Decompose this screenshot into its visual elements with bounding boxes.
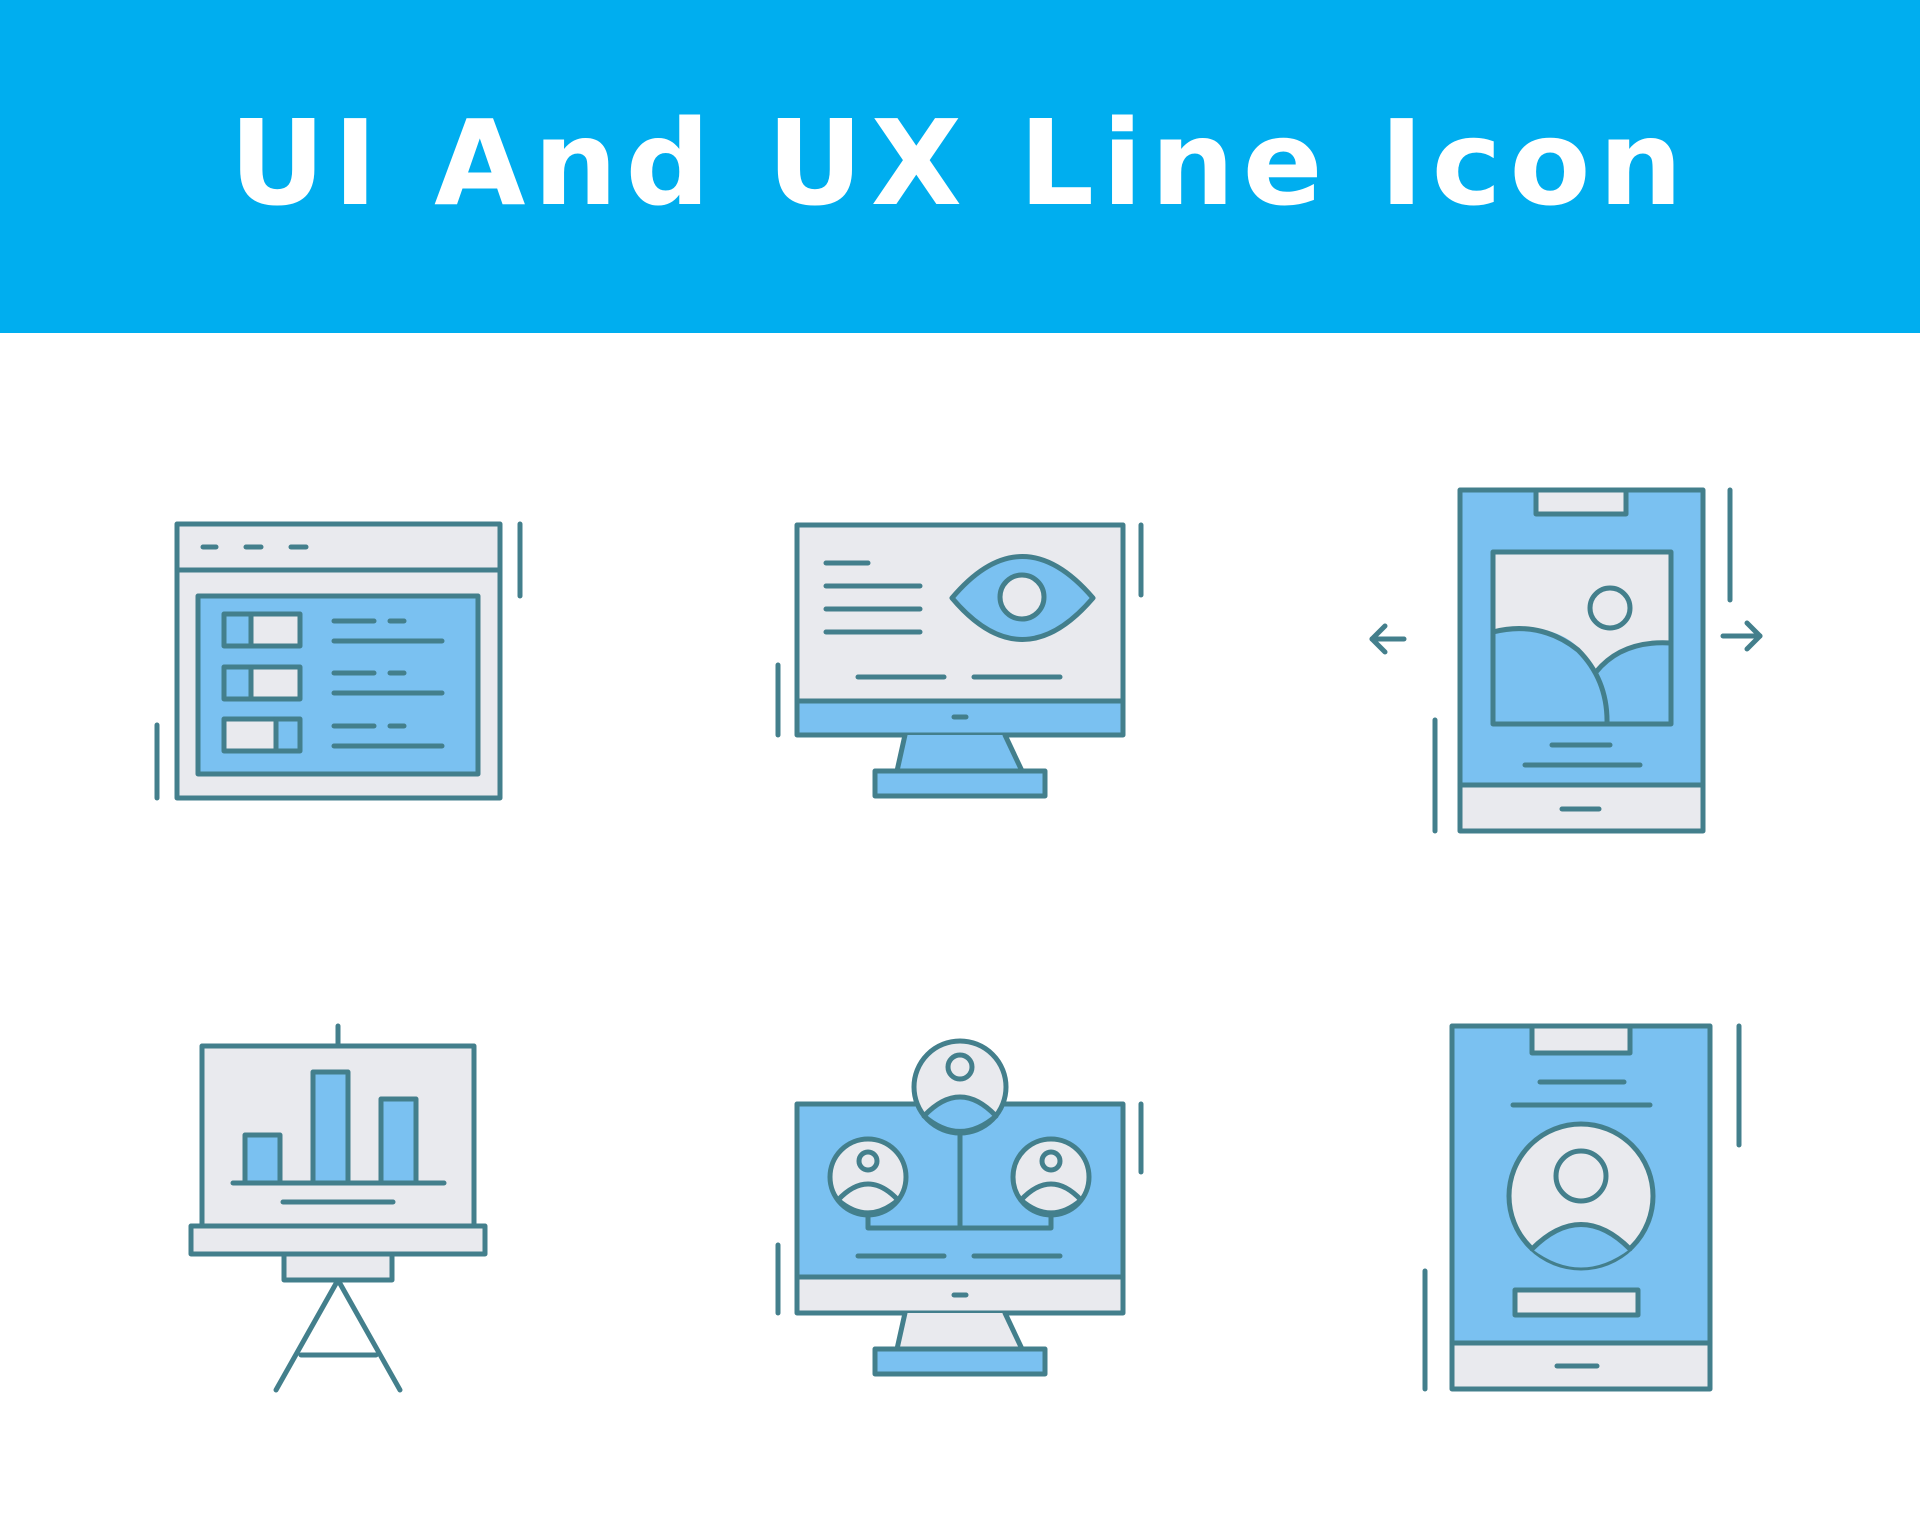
header-banner: UI And UX Line Icon [0, 0, 1920, 333]
mobile-user-profile-icon [1422, 1023, 1742, 1392]
monitor-eye-icon [775, 522, 1144, 799]
presentation-chart-icon [188, 1023, 488, 1393]
responsive-mobile-image-icon [1369, 487, 1763, 834]
page-title: UI And UX Line Icon [229, 93, 1691, 232]
monitor-team-network-icon [775, 1038, 1144, 1377]
browser-layout-icon [154, 521, 523, 801]
